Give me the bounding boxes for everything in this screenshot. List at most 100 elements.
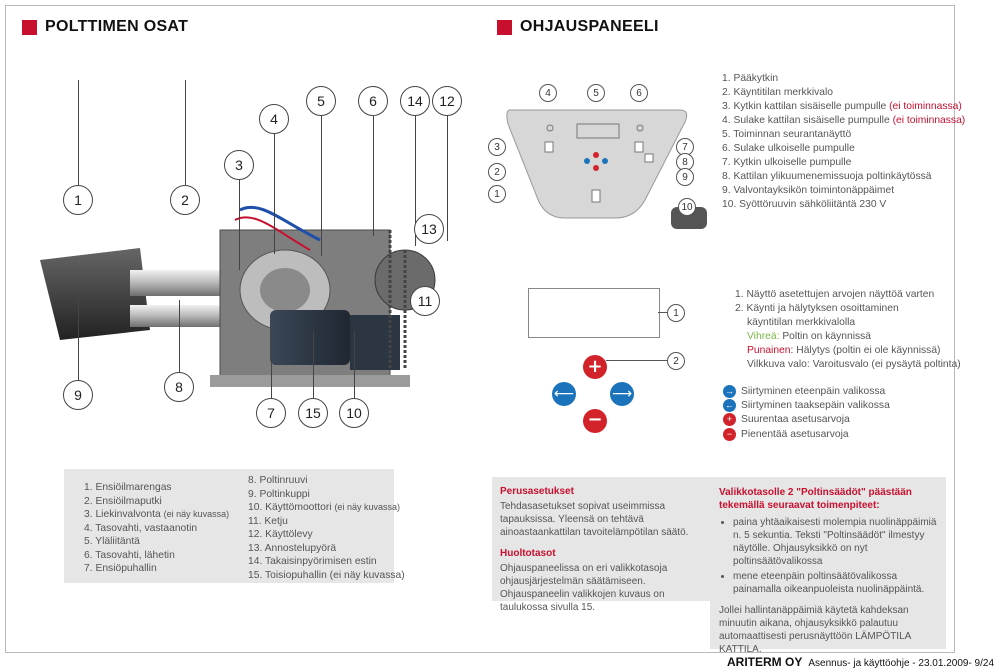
burner-callout: 9 <box>63 380 93 410</box>
display-callout: 2 <box>667 352 685 370</box>
navigation-keys-legend: →Siirtyminen eteenpäin valikossa ←Siirty… <box>723 385 890 442</box>
list-item: Punainen: Hälytys (poltin ei ole käynnis… <box>747 345 941 356</box>
callout-line <box>373 116 374 236</box>
list-item: 10. Käyttömoottori (ei näy kuvassa) <box>248 502 400 513</box>
panel-callout: 5 <box>587 84 605 102</box>
list-item: 10. Syöttöruuvin sähköliitäntä 230 V <box>722 199 887 210</box>
callout-line <box>447 116 448 241</box>
display-screen <box>528 288 660 338</box>
burner-settings-box: Valikkotasolle 2 "Poltinsäädöt" päästään… <box>710 477 946 655</box>
base-plate <box>210 375 410 387</box>
basic-settings-heading: Perusasetukset <box>500 486 574 497</box>
burner-settings-steps: paina yhtäaikaisesti molempia nuolinäppä… <box>719 516 937 596</box>
header-marker-icon <box>22 19 37 35</box>
service-levels-text: Ohjauspaneelissa on eri valikkotasoja oh… <box>500 563 668 613</box>
callout-line <box>415 116 416 246</box>
burner-callout: 15 <box>298 398 328 428</box>
panel-callout: 3 <box>488 138 506 156</box>
list-item: 8. Poltinruuvi <box>248 475 308 486</box>
header-marker-icon <box>497 19 512 35</box>
callout-line <box>179 300 180 372</box>
drive-motor <box>270 310 350 365</box>
display-leader-2 <box>606 360 668 361</box>
list-item: käyntitilan merkkivalolla <box>747 317 856 328</box>
burner-parts-list-1: 1. Ensiöilmarengas 2. Ensiöilmaputki 3. … <box>84 481 229 576</box>
callout-line <box>78 300 79 380</box>
arrow-right-icon: → <box>723 385 736 398</box>
burner-callout: 3 <box>224 150 254 180</box>
list-item: 12. Käyttölevy <box>248 529 313 540</box>
callout-line <box>354 330 355 398</box>
panel-display <box>576 123 620 139</box>
right-arrow-key-icon: ⟶ <box>610 382 634 406</box>
list-item: 1. Ensiöilmarengas <box>84 482 172 493</box>
page-frame <box>5 5 955 653</box>
callout-line <box>321 116 322 256</box>
burner-settings-note: Jollei hallintanäppäimiä käytetä kahdeks… <box>719 605 911 655</box>
list-item: ←Siirtyminen taaksepäin valikossa <box>723 399 890 413</box>
list-item: 5. Yläliitäntä <box>84 536 140 547</box>
panel-title: OHJAUSPANEELI <box>520 18 659 35</box>
burner-callout: 7 <box>256 398 286 428</box>
list-item: 6. Tasovahti, lähetin <box>84 549 175 561</box>
list-item: paina yhtäaikaisesti molempia nuolinäppä… <box>733 516 937 568</box>
list-item: 11. Ketju <box>248 515 288 527</box>
control-box <box>350 315 400 370</box>
panel-callout: 6 <box>630 84 648 102</box>
burner-title: POLTTIMEN OSAT <box>45 18 189 35</box>
list-item: 3. Liekinvalvonta (ei näy kuvassa) <box>84 509 230 520</box>
list-item: 2. Ensiöilmaputki <box>84 495 162 507</box>
callout-line <box>239 180 240 270</box>
list-item: Vilkkuva valo: Varoitusvalo (ei pysäytä … <box>747 359 961 370</box>
panel-indicator <box>546 124 554 132</box>
callout-line <box>78 80 79 185</box>
burner-settings-heading: Valikkotasolle 2 "Poltinsäädöt" päästään… <box>719 487 912 511</box>
panel-callout: 2 <box>488 163 506 181</box>
panel-parts-list: 1. Pääkytkin 2. Käyntitilan merkkivalo 3… <box>722 72 965 212</box>
callout-line <box>313 330 314 398</box>
list-item: 3. Kytkin kattilan sisäiselle pumpulle (… <box>722 101 962 112</box>
section-header-burner: POLTTIMEN OSAT <box>22 18 188 36</box>
burner-callout: 6 <box>358 86 388 116</box>
burner-callout: 12 <box>432 86 462 116</box>
list-item: 14. Takaisinpyörimisen estin <box>248 556 377 567</box>
panel-callout: 4 <box>539 84 557 102</box>
display-leader-1 <box>658 312 668 313</box>
control-panel-illustration <box>506 109 688 219</box>
list-item: 2. Käyntitilan merkkivalo <box>722 87 834 98</box>
panel-callout: 1 <box>488 185 506 203</box>
callout-line <box>271 330 272 398</box>
page-footer: ARITERM OY Asennus- ja käyttöohje - 23.01… <box>727 655 994 669</box>
display-description-list: 1. Näyttö asetettujen arvojen näyttöä va… <box>735 288 961 372</box>
burner-callout: 11 <box>410 286 440 316</box>
panel-callout: 9 <box>676 168 694 186</box>
list-item: 13. Annostelupyörä <box>248 542 337 554</box>
list-item: 9. Poltinkuppi <box>248 488 310 500</box>
burner-callout: 5 <box>306 86 336 116</box>
list-item: 1. Pääkytkin <box>722 73 779 84</box>
arrow-left-icon: ← <box>723 399 736 413</box>
footer-text: Asennus- ja käyttöohje - 23.01.2009- 9/2… <box>808 658 994 669</box>
burner-callout: 1 <box>63 185 93 215</box>
burner-callout: 4 <box>259 104 289 134</box>
burner-callout: 8 <box>164 372 194 402</box>
burner-callout: 10 <box>339 398 369 428</box>
minus-icon: − <box>723 427 736 441</box>
list-item: mene eteenpäin poltinsäätövalikossa pain… <box>733 570 937 596</box>
burner-callout: 14 <box>400 86 430 116</box>
display-callout: 1 <box>667 304 685 322</box>
list-item: 4. Tasovahti, vastaanotin <box>84 522 198 534</box>
list-item: 7. Kytkin ulkoiselle pumpulle <box>722 157 852 168</box>
burner-cup <box>40 248 150 340</box>
list-item: 9. Valvontayksikön toimintonäppäimet <box>722 185 895 196</box>
list-item: Vihreä: Poltin on käynnissä <box>747 331 872 342</box>
left-arrow-key-icon: ⟵ <box>552 382 576 406</box>
list-item: 6. Sulake ulkoiselle pumpulle <box>722 143 855 154</box>
minus-key-icon: − <box>583 409 607 433</box>
footer-brand: ARITERM OY <box>727 655 803 669</box>
section-header-panel: OHJAUSPANEELI <box>497 18 659 36</box>
callout-line <box>274 134 275 254</box>
list-item: 2. Käynti ja hälytyksen osoittaminen <box>735 303 899 314</box>
plus-icon: + <box>723 413 736 427</box>
list-item: 15. Toisiopuhallin (ei näy kuvassa) <box>248 569 405 581</box>
